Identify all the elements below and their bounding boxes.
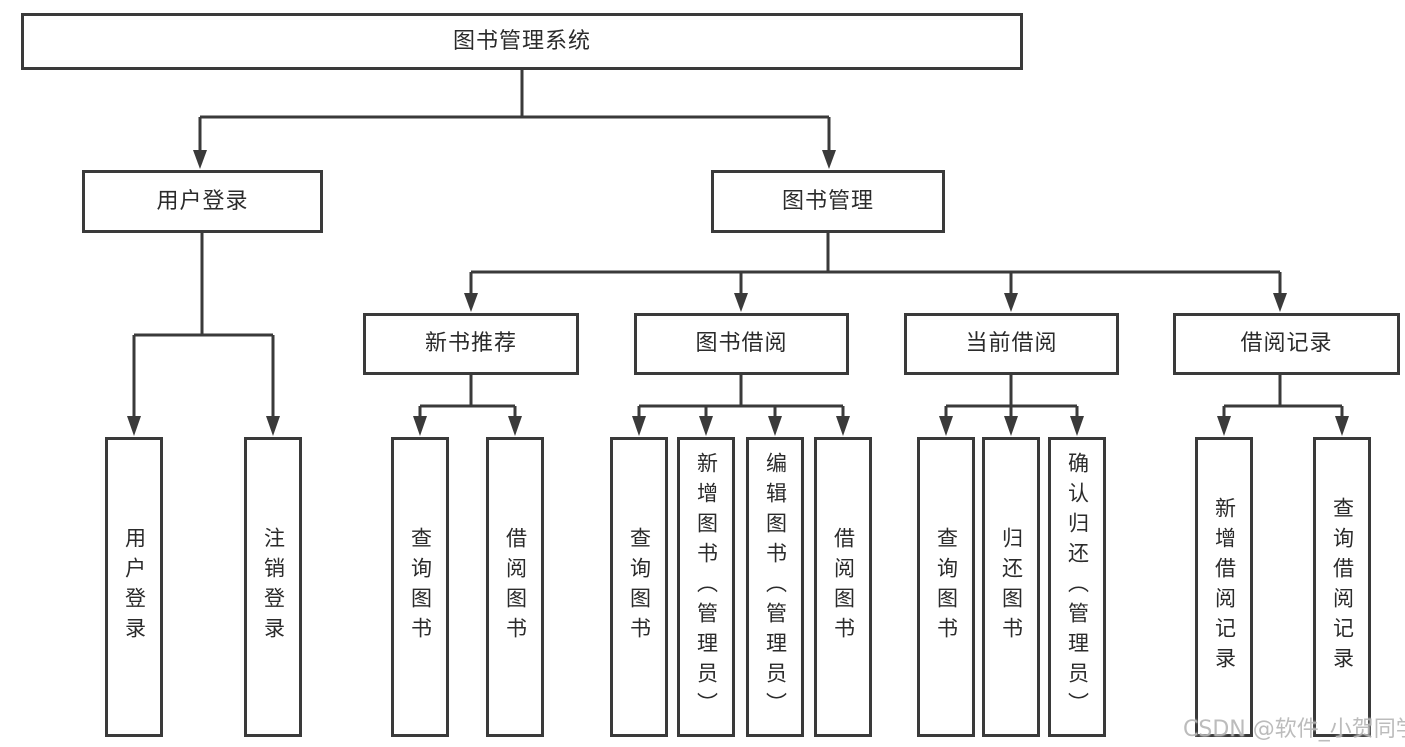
node-book-borrowing: 图书借阅 — [634, 313, 849, 375]
node-records-add-record: 新增借阅记录 — [1195, 437, 1253, 737]
node-records-query-record: 查询借阅记录 — [1313, 437, 1371, 737]
watermark-text: CSDN @软件_小贺同学 — [1183, 717, 1405, 742]
node-borrowing-add-books-admin: 新增图书（管理员） — [677, 437, 735, 737]
node-current-confirm-return-admin: 确认归还（管理员） — [1048, 437, 1106, 737]
node-user-login-branch: 用户登录 — [82, 170, 323, 233]
node-new-book-recommend: 新书推荐 — [363, 313, 579, 375]
node-library-management-system: 图书管理系统 — [21, 13, 1023, 70]
node-borrowing-borrow-books: 借阅图书 — [814, 437, 872, 737]
node-current-return-books: 归还图书 — [982, 437, 1040, 737]
node-logout: 注销登录 — [244, 437, 302, 737]
node-borrowing-edit-books-admin: 编辑图书（管理员） — [746, 437, 804, 737]
node-recommend-query-books: 查询图书 — [391, 437, 449, 737]
node-book-management: 图书管理 — [711, 170, 945, 233]
node-current-query-books: 查询图书 — [917, 437, 975, 737]
node-user-login-leaf: 用户登录 — [105, 437, 163, 737]
node-recommend-borrow-books: 借阅图书 — [486, 437, 544, 737]
node-current-borrowing: 当前借阅 — [904, 313, 1119, 375]
node-borrowing-records: 借阅记录 — [1173, 313, 1400, 375]
node-borrowing-query-books: 查询图书 — [610, 437, 668, 737]
